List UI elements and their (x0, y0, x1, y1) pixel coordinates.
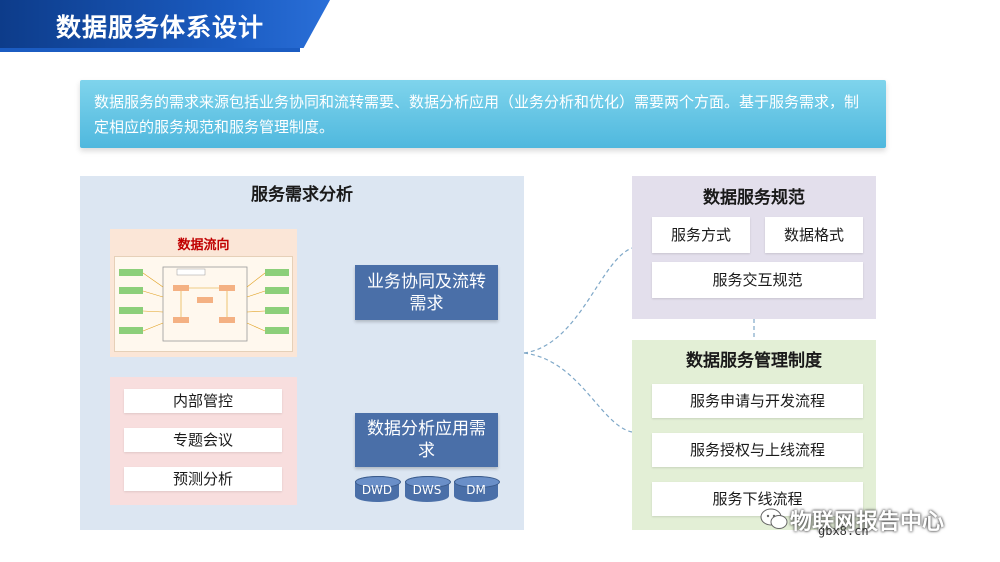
connector-left-spec (523, 247, 633, 354)
datastore-dwd-label: DWD (361, 483, 393, 497)
wechat-icon (760, 508, 788, 529)
datastore-dwd: DWD (355, 476, 401, 502)
data-flow-diagram (114, 256, 293, 352)
title-banner (0, 0, 330, 48)
watermark-text: 物联网报告中心 (790, 510, 945, 535)
control-item-internal: 内部管控 (124, 389, 282, 413)
datastore-dws: DWS (405, 476, 451, 502)
page-title: 数据服务体系设计 (56, 13, 265, 42)
mgmt-item-authorize: 服务授权与上线流程 (652, 433, 863, 467)
business-demand-box: 业务协同及流转需求 (355, 265, 498, 320)
datastore-dm: DM (454, 476, 500, 502)
connector-left-mgmt (523, 352, 633, 433)
spec-item-format: 数据格式 (765, 217, 863, 253)
analysis-demand-box: 数据分析应用需求 (355, 413, 498, 467)
datastore-dm-label: DM (466, 483, 486, 497)
spec-item-interaction: 服务交互规范 (652, 262, 863, 298)
intro-box: 数据服务的需求来源包括业务协同和流转需要、数据分析应用（业务分析和优化）需要两个… (80, 80, 886, 148)
demand-analysis-title: 服务需求分析 (251, 185, 353, 205)
service-spec-title: 数据服务规范 (703, 188, 805, 208)
intro-text: 数据服务的需求来源包括业务协同和流转需要、数据分析应用（业务分析和优化）需要两个… (94, 93, 860, 136)
mgmt-item-apply: 服务申请与开发流程 (652, 384, 863, 418)
datastore-dws-label: DWS (412, 483, 442, 497)
mgmt-item-offline: 服务下线流程 (652, 482, 863, 516)
control-item-meeting: 专题会议 (124, 428, 282, 452)
data-flow-title: 数据流向 (177, 238, 230, 253)
control-item-forecast: 预测分析 (124, 467, 282, 491)
title-underline (0, 48, 300, 52)
service-mgmt-title: 数据服务管理制度 (686, 351, 822, 371)
source-label: gbx8.cn (818, 524, 869, 538)
spec-item-method: 服务方式 (652, 217, 750, 253)
data-flow-thumbnail (119, 266, 289, 342)
